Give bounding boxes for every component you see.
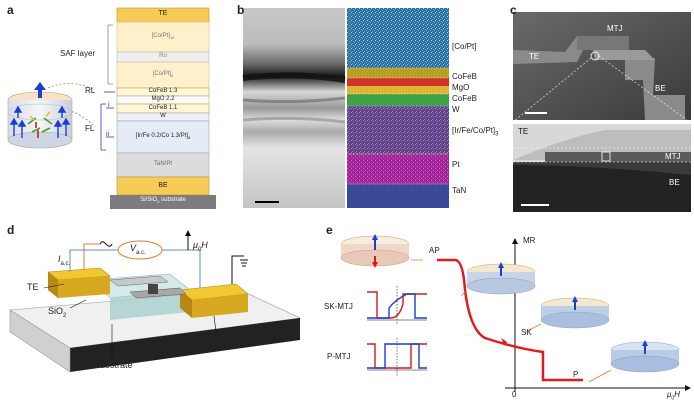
layer-irfe: [Ir/Fe 0.2/Co 1.3/Pt]8 bbox=[117, 133, 209, 140]
panel-d: d Ia.c. Va.c. bbox=[0, 220, 315, 405]
panel-label-e: e bbox=[326, 223, 333, 237]
d-label-sio2: SiO2 bbox=[48, 306, 66, 319]
d-label-te: TE bbox=[27, 282, 39, 292]
fl-label: FL bbox=[85, 124, 95, 133]
layer-substrate: Si/SiO2 substrate bbox=[110, 197, 216, 204]
d-label-vac-text: V bbox=[130, 243, 137, 253]
panel-a: a bbox=[0, 0, 235, 215]
d-label-be: BE bbox=[208, 332, 221, 342]
b-label-tan: TaN bbox=[452, 186, 467, 195]
b-label-mgo: MgO bbox=[452, 83, 470, 92]
d-label-field-text: μ bbox=[193, 240, 198, 250]
e-label-field-text: μ bbox=[667, 390, 672, 399]
e-label-zero: 0 bbox=[512, 390, 517, 399]
c-label-mtj: MTJ bbox=[607, 24, 623, 33]
panel-e: e bbox=[315, 220, 694, 405]
b-label-cofeb-bot: CoFeB bbox=[452, 94, 477, 103]
panel-label-d: d bbox=[7, 223, 15, 237]
d-label-field: μ0H bbox=[193, 240, 208, 253]
e-label-field: μ0H bbox=[667, 390, 680, 402]
rl-label: RL bbox=[85, 86, 96, 95]
c-label-be2: BE bbox=[669, 178, 680, 187]
panel-b-graphic bbox=[242, 8, 449, 208]
e-label-p: P bbox=[573, 370, 579, 379]
d-label-vac-sub: a.c. bbox=[136, 249, 146, 256]
c-label-te: TE bbox=[529, 52, 540, 61]
layer-copt-mid-sub: 5 bbox=[171, 73, 174, 79]
panel-label-c: c bbox=[510, 3, 517, 17]
b-label-pt: Pt bbox=[452, 160, 460, 169]
e-label-ap: AP bbox=[429, 246, 440, 255]
layer-copt-top: [Co/Pt]10 bbox=[117, 33, 209, 40]
ii-label: ii bbox=[106, 131, 110, 138]
layer-cofeb-rl: CoFeB 1.3 bbox=[148, 88, 178, 94]
layer-be: BE bbox=[158, 182, 168, 189]
d-label-field-sub: 0 bbox=[197, 246, 202, 253]
saf-label: SAF layer bbox=[60, 49, 96, 58]
e-label-field-sub: 0 bbox=[671, 395, 675, 402]
panel-c: c TE MTJ BE TE MTJ BE bbox=[505, 0, 694, 215]
layer-irfe-sub: 8 bbox=[188, 135, 191, 141]
layer-te: TE bbox=[158, 10, 168, 17]
layer-irfe-label: [Ir/Fe 0.2/Co 1.3/Pt] bbox=[135, 133, 189, 139]
panel-a-graphic bbox=[7, 7, 216, 209]
layer-substrate-tail: substrate bbox=[159, 197, 186, 203]
layer-copt-mid: [Co/Pt]5 bbox=[117, 71, 209, 78]
d-label-iac-text: I bbox=[58, 254, 61, 264]
e-label-mr: MR bbox=[523, 236, 536, 245]
c-label-te2: TE bbox=[518, 127, 529, 136]
d-label-iac-sub: a.c. bbox=[60, 260, 71, 267]
e-label-pmtj: P-MTJ bbox=[327, 352, 351, 361]
c-label-be: BE bbox=[655, 84, 666, 93]
b-label-irfe-text: [Ir/Fe/Co/Pt] bbox=[452, 126, 496, 135]
c-label-mtj2: MTJ bbox=[665, 152, 681, 161]
d-label-sio2-text: SiO bbox=[48, 306, 64, 316]
layer-substrate-sub: 2 bbox=[157, 199, 160, 205]
panel-e-graphic bbox=[340, 234, 691, 392]
e-label-sk: SK bbox=[521, 328, 532, 337]
d-label-sio2-sub: 2 bbox=[63, 312, 67, 319]
panel-b: b bbox=[235, 0, 505, 215]
e-label-field-tail: H bbox=[674, 390, 680, 399]
layer-mgo: MgO 2.2 bbox=[151, 96, 175, 102]
layer-substrate-label: Si/SiO bbox=[140, 197, 158, 203]
panel-label-b: b bbox=[237, 3, 245, 17]
b-label-copt: [Co/Pt] bbox=[452, 42, 477, 51]
layer-ru: Ru bbox=[159, 53, 167, 59]
d-label-field-tail: H bbox=[201, 240, 208, 250]
layer-copt-mid-label: [Co/Pt] bbox=[152, 71, 172, 77]
layer-tanpt: TaN/Pt bbox=[153, 161, 172, 167]
i-label: i bbox=[108, 102, 110, 109]
b-label-cofeb-top: CoFeB bbox=[452, 72, 477, 81]
d-label-vac: Va.c. bbox=[130, 243, 146, 256]
b-label-w: W bbox=[452, 105, 460, 114]
e-label-skmtj: SK-MTJ bbox=[324, 302, 353, 311]
panel-c-graphic bbox=[512, 12, 691, 212]
layer-cofeb-fl: CoFeB 1.1 bbox=[148, 105, 178, 111]
layer-copt-top-label: [Co/Pt] bbox=[151, 33, 170, 39]
d-label-substrate: Substrate bbox=[94, 360, 133, 370]
b-label-irfe-sub: 3 bbox=[495, 131, 499, 138]
b-label-irfe: [Ir/Fe/Co/Pt]3 bbox=[452, 126, 498, 138]
panel-label-a: a bbox=[7, 3, 14, 17]
d-label-iac: Ia.c. bbox=[58, 254, 70, 267]
layer-w: W bbox=[160, 113, 166, 119]
layer-copt-top-sub: 10 bbox=[169, 35, 175, 41]
panel-d-graphic bbox=[9, 230, 302, 373]
